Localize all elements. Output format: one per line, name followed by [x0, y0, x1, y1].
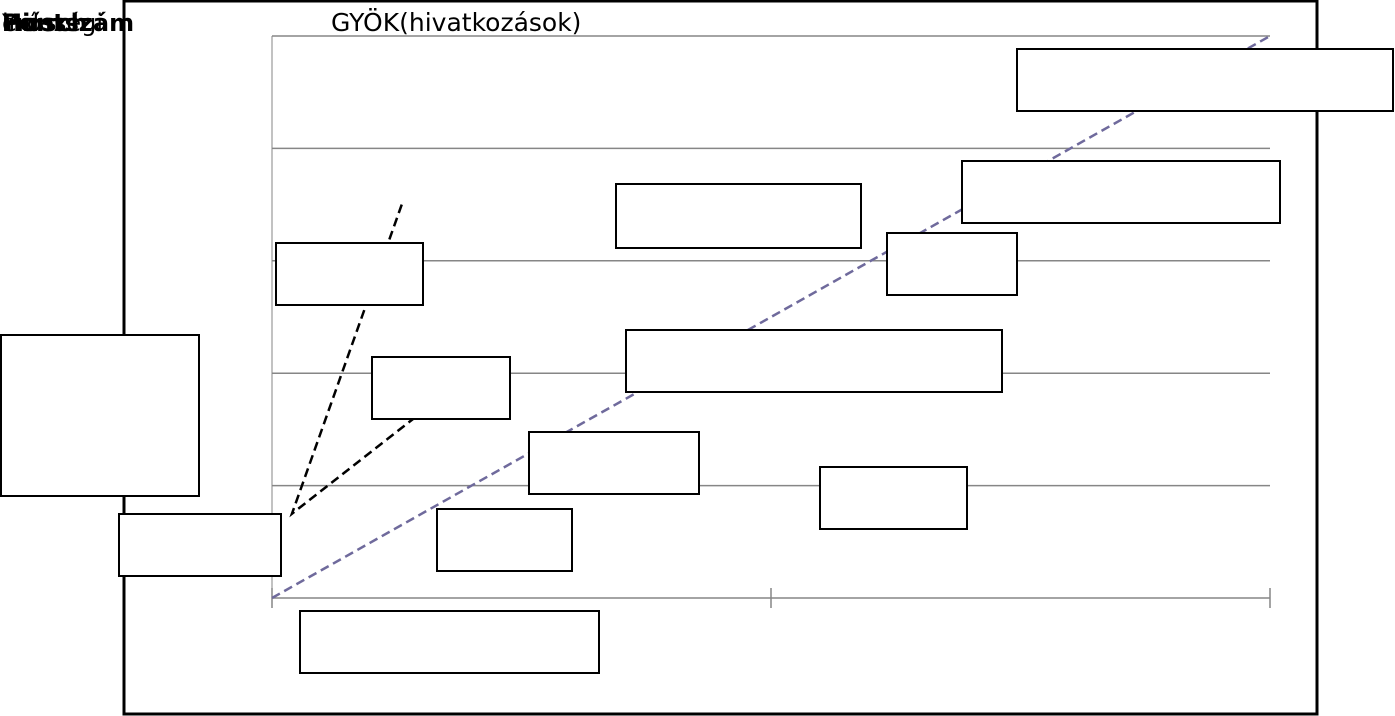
label-box-12: [436, 508, 573, 572]
label-box-8: [625, 329, 1003, 393]
label-box-11: [118, 513, 282, 577]
label-box-1: [1016, 48, 1394, 112]
label-box-13: [299, 610, 600, 674]
axis-layer: [271, 36, 1271, 608]
label-box-3: [615, 183, 862, 249]
label-box-9: [528, 431, 700, 495]
trend-line: [271, 34, 1271, 600]
label-box-5: [275, 242, 424, 306]
label-box-4: [886, 232, 1018, 296]
label-box-2: [961, 160, 1281, 224]
label-box-7: [371, 356, 511, 420]
label-box-6: [0, 334, 200, 497]
label-box-layer: [0, 48, 1394, 674]
series-layer: [271, 34, 1271, 600]
label-box-10: [819, 466, 968, 530]
connector-line: [289, 204, 473, 518]
